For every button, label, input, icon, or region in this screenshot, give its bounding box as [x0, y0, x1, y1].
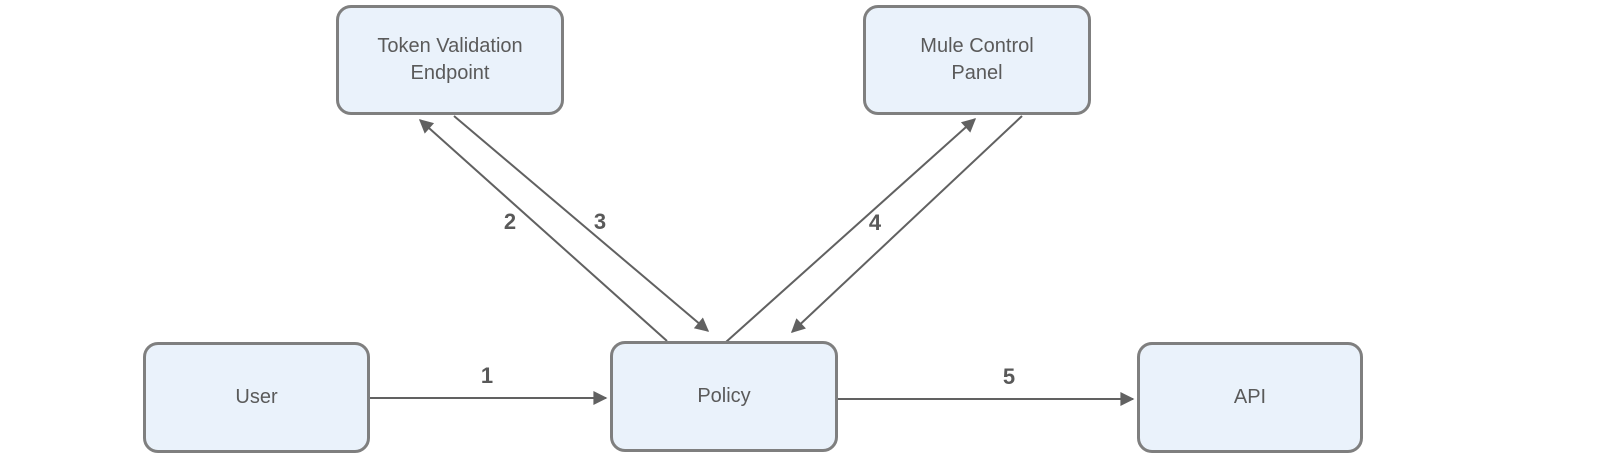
node-mule-control-panel-label: Mule Control Panel	[920, 35, 1034, 84]
edge-mule-control-panel-to-policy-arrow	[790, 115, 1023, 333]
edge-policy-to-mule-control-panel-arrow	[725, 118, 977, 343]
node-mule-control-panel: Mule Control Panel	[863, 5, 1091, 115]
node-user: User	[143, 342, 370, 453]
node-api: API	[1137, 342, 1363, 453]
node-token-validation-endpoint: Token Validation Endpoint	[336, 5, 564, 115]
node-user-label: User	[235, 386, 278, 408]
node-policy-label: Policy	[697, 385, 751, 407]
edge-policy-to-token-validation-arrow	[418, 119, 668, 342]
node-policy: Policy	[610, 341, 838, 452]
node-api-label: API	[1233, 386, 1267, 408]
node-token-validation-endpoint-label: Token Validation Endpoint	[377, 35, 523, 84]
edge-token-validation-to-policy-arrow	[453, 115, 710, 332]
edge-label-4: 4	[868, 210, 882, 235]
edge-label-1: 1	[480, 363, 494, 388]
edge-label-2: 2	[503, 209, 517, 234]
edge-label-3: 3	[593, 209, 607, 234]
edge-label-5: 5	[1002, 364, 1016, 389]
